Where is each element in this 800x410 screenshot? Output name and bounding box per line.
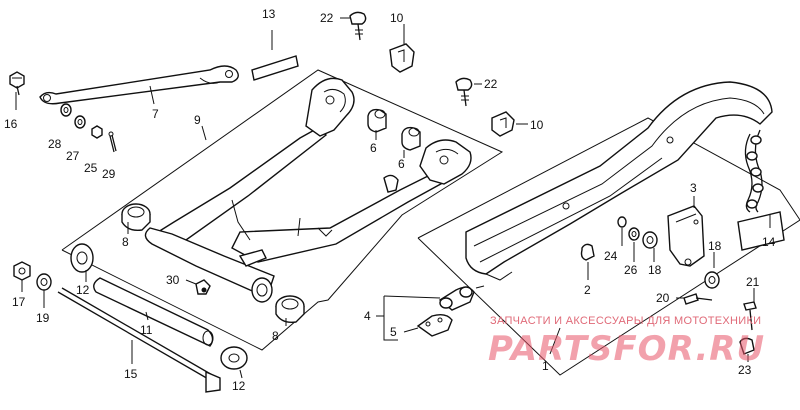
pivot-collar-11-part xyxy=(93,277,214,347)
clip-5-part xyxy=(416,313,453,337)
callout-7: 7 xyxy=(152,107,159,121)
bushing-6b-part xyxy=(401,126,421,151)
callout-18b: 18 xyxy=(648,263,662,277)
callout-18a: 18 xyxy=(708,239,722,253)
nut-24-part xyxy=(617,216,627,228)
callout-12a: 12 xyxy=(76,283,90,297)
watermark-logo: PARTSFOR.RU xyxy=(488,329,765,369)
pivot-bushing-8b-part xyxy=(275,295,305,324)
callout-19: 19 xyxy=(36,311,50,325)
leader-lines xyxy=(15,17,771,379)
callout-8b: 8 xyxy=(272,329,279,343)
washer-19-part xyxy=(36,273,52,291)
washer-26-part xyxy=(628,227,640,241)
callout-10b: 10 xyxy=(530,118,544,132)
chaincase-group-outline xyxy=(417,117,800,376)
callout-15: 15 xyxy=(124,367,138,381)
pad-13-part xyxy=(251,55,299,81)
drive-chain-part xyxy=(744,129,764,213)
nut-25-part xyxy=(91,125,103,139)
callout-2: 2 xyxy=(584,283,591,297)
watermark-caption: ЗАПЧАСТИ И АКСЕССУАРЫ ДЛЯ МОТОТЕХНИКИ xyxy=(490,315,761,327)
bracket-3-part xyxy=(667,205,705,267)
callout-3: 3 xyxy=(690,181,697,195)
washer-27-part xyxy=(74,115,86,129)
pivot-washer-12b-part xyxy=(220,346,248,370)
callout-10a: 10 xyxy=(390,11,404,25)
bolt-22b-part xyxy=(455,77,473,107)
pivot-washer-12a-part xyxy=(70,243,94,273)
grease-fitting-30-part xyxy=(195,279,211,295)
callout-23: 23 xyxy=(738,363,752,377)
pivot-bolt-15-part xyxy=(57,287,221,393)
collar-18a-part xyxy=(642,231,658,249)
pivot-bushing-8a-part xyxy=(121,203,151,232)
swingarm-group-outline xyxy=(61,69,504,351)
callout-8a: 8 xyxy=(122,235,129,249)
callout-26: 26 xyxy=(624,263,638,277)
clip-10a-part xyxy=(389,43,415,73)
callout-22b: 22 xyxy=(484,77,498,91)
chain-joint-4-part xyxy=(438,285,485,311)
callout-20: 20 xyxy=(656,291,670,305)
callout-6a: 6 xyxy=(370,141,377,155)
callout-22a: 22 xyxy=(320,11,334,25)
bolt-22a-part xyxy=(349,11,367,41)
callout-labels: 1 2 3 4 5 6 6 7 8 8 9 10 10 11 12 12 13 … xyxy=(4,7,776,393)
callout-28: 28 xyxy=(48,137,62,151)
callout-14: 14 xyxy=(762,235,776,249)
callout-13: 13 xyxy=(262,7,276,21)
washer-28-part xyxy=(60,103,72,117)
swingarm-part xyxy=(144,77,472,303)
collar-18b-part xyxy=(704,271,720,289)
callout-4: 4 xyxy=(364,309,371,323)
callout-16: 16 xyxy=(4,117,18,131)
callout-5: 5 xyxy=(390,325,397,339)
callout-30: 30 xyxy=(166,273,180,287)
callout-24: 24 xyxy=(604,249,618,263)
callout-21: 21 xyxy=(746,275,760,289)
screw-20-part xyxy=(683,293,713,305)
torque-link-part xyxy=(39,65,239,105)
chain-case-part xyxy=(465,81,773,281)
callout-12b: 12 xyxy=(232,379,246,393)
collar-2-part xyxy=(580,243,595,261)
callout-29: 29 xyxy=(102,167,116,181)
pad-14-part xyxy=(737,211,785,251)
callout-6b: 6 xyxy=(398,157,405,171)
callout-27: 27 xyxy=(66,149,80,163)
callout-25: 25 xyxy=(84,161,98,175)
cotter-pin-29-part xyxy=(108,131,117,153)
washer-23-part xyxy=(739,337,755,355)
callout-17: 17 xyxy=(12,295,26,309)
clip-10b-part xyxy=(491,111,515,137)
callout-9: 9 xyxy=(194,113,201,127)
callout-1: 1 xyxy=(542,359,549,373)
bolt-16-part xyxy=(9,71,25,96)
nut-17-part xyxy=(13,261,31,281)
bushing-6a-part xyxy=(367,108,387,133)
watermark: ЗАПЧАСТИ И АКСЕССУАРЫ ДЛЯ МОТОТЕХНИКИ PA… xyxy=(488,315,765,369)
bolt-21-part xyxy=(743,301,757,331)
callout-11: 11 xyxy=(140,323,153,337)
